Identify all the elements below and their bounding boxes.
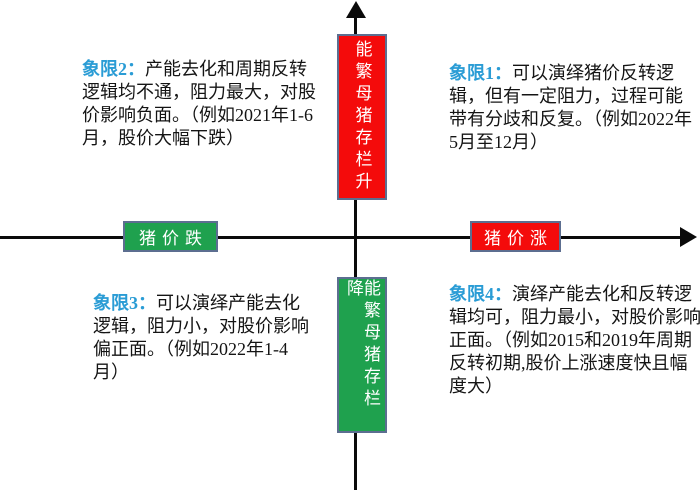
quadrant-1-text: 象限1：可以演绎猪价反转逻辑，但有一定阻力，过程可能带有分歧和反复。（例如202… (449, 62, 697, 154)
sow-inventory-up-label: 能繁母猪存栏升 (352, 40, 372, 194)
quadrant-4-body: 演绎产能去化和反转逻辑均可，阻力最小，对股价影响正面。（例如2015和2019年… (449, 284, 700, 396)
quadrant-1-body: 可以演绎猪价反转逻辑，但有一定阻力，过程可能带有分歧和反复。（例如2022年5月… (449, 63, 692, 152)
up-arrow-icon (346, 1, 366, 18)
quadrant-2-label: 象限2： (82, 59, 145, 79)
pig-price-down-box: 猪价跌 (123, 221, 218, 252)
quadrant-4-label: 象限4： (449, 284, 512, 304)
vertical-axis-line (354, 15, 357, 490)
pig-price-down-label: 猪价跌 (139, 229, 208, 248)
quadrant-1-label: 象限1： (449, 63, 512, 83)
right-arrow-icon (680, 227, 697, 247)
quadrant-3-text: 象限3：可以演绎产能去化逻辑，阻力小，对股价影响偏正面。（例如2022年1-4月… (93, 292, 313, 384)
horizontal-axis-line (0, 236, 686, 239)
quadrant-2-text: 象限2：产能去化和周期反转逻辑均不通，阻力最大，对股价影响负面。（例如2021年… (82, 58, 316, 150)
quadrant-2-body: 产能去化和周期反转逻辑均不通，阻力最大，对股价影响负面。（例如2021年1-6月… (82, 59, 316, 148)
sow-inventory-down-box: 能繁母猪存栏降 (337, 277, 387, 433)
pig-price-up-label: 猪价涨 (484, 229, 553, 248)
quadrant-3-label: 象限3： (93, 293, 156, 313)
quadrant-3-body: 可以演绎产能去化逻辑，阻力小，对股价影响偏正面。（例如2022年1-4月） (93, 293, 309, 382)
sow-inventory-down-label: 能繁母猪存栏降 (344, 279, 380, 411)
quadrant-4-text: 象限4：演绎产能去化和反转逻辑均可，阻力最小，对股价影响正面。（例如2015和2… (449, 283, 700, 398)
pig-price-up-box: 猪价涨 (470, 221, 561, 252)
sow-inventory-up-box: 能繁母猪存栏升 (337, 34, 387, 200)
